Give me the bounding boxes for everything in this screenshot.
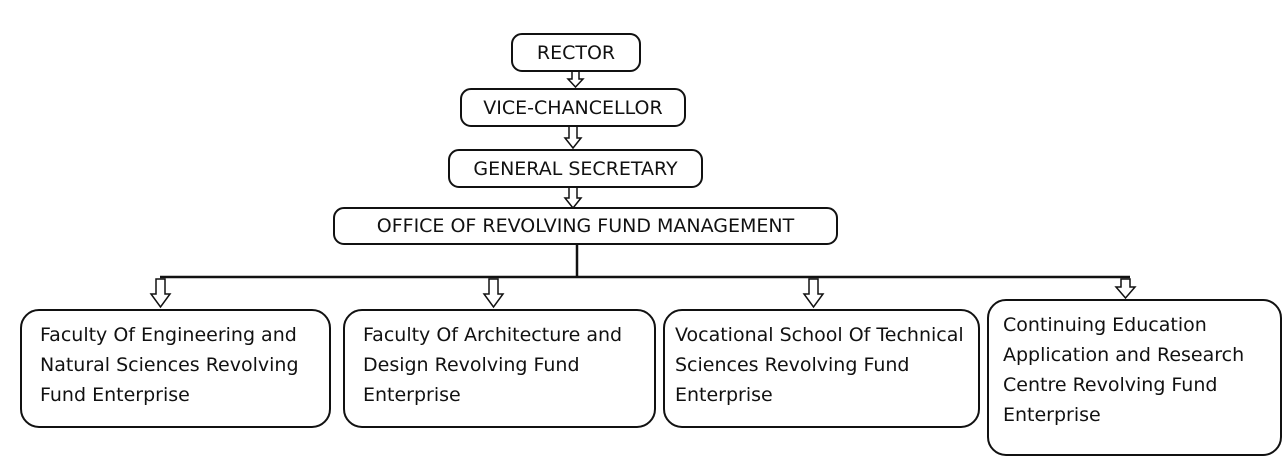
vocational-unit-node: Vocational School Of Technical Sciences … [663, 309, 980, 428]
continuing-education-unit-node: Continuing Education Application and Res… [987, 299, 1282, 456]
arrow-to-architecture-unit [482, 278, 505, 309]
rector-label: RECTOR [536, 41, 616, 64]
arrow-to-engineering-unit [149, 278, 172, 309]
arrow-to-continuing-education-unit [1114, 278, 1137, 300]
revolving-fund-office-node: OFFICE OF REVOLVING FUND MANAGEMENT [333, 207, 838, 245]
engineering-unit-node: Faculty Of Engineering and Natural Scien… [20, 309, 331, 428]
rector-node: RECTOR [511, 33, 641, 72]
arrow-to-vocational-unit [802, 278, 825, 309]
vice-chancellor-node: VICE-CHANCELLOR [460, 88, 686, 127]
architecture-unit-label: Faculty Of Architecture and Design Revol… [363, 324, 623, 406]
engineering-unit-label: Faculty Of Engineering and Natural Scien… [40, 324, 299, 406]
continuing-education-unit-label: Continuing Education Application and Res… [1003, 314, 1245, 426]
general-secretary-label: GENERAL SECRETARY [473, 157, 678, 180]
vice-chancellor-label: VICE-CHANCELLOR [483, 96, 663, 119]
revolving-fund-office-label: OFFICE OF REVOLVING FUND MANAGEMENT [376, 215, 795, 237]
arrow-vice-chancellor-to-secretary [563, 125, 583, 150]
architecture-unit-node: Faculty Of Architecture and Design Revol… [343, 309, 656, 428]
arrow-rector-to-vice-chancellor [566, 69, 585, 89]
arrow-secretary-to-office [563, 186, 583, 210]
general-secretary-node: GENERAL SECRETARY [448, 149, 703, 188]
vocational-unit-label: Vocational School Of Technical Sciences … [675, 324, 964, 406]
